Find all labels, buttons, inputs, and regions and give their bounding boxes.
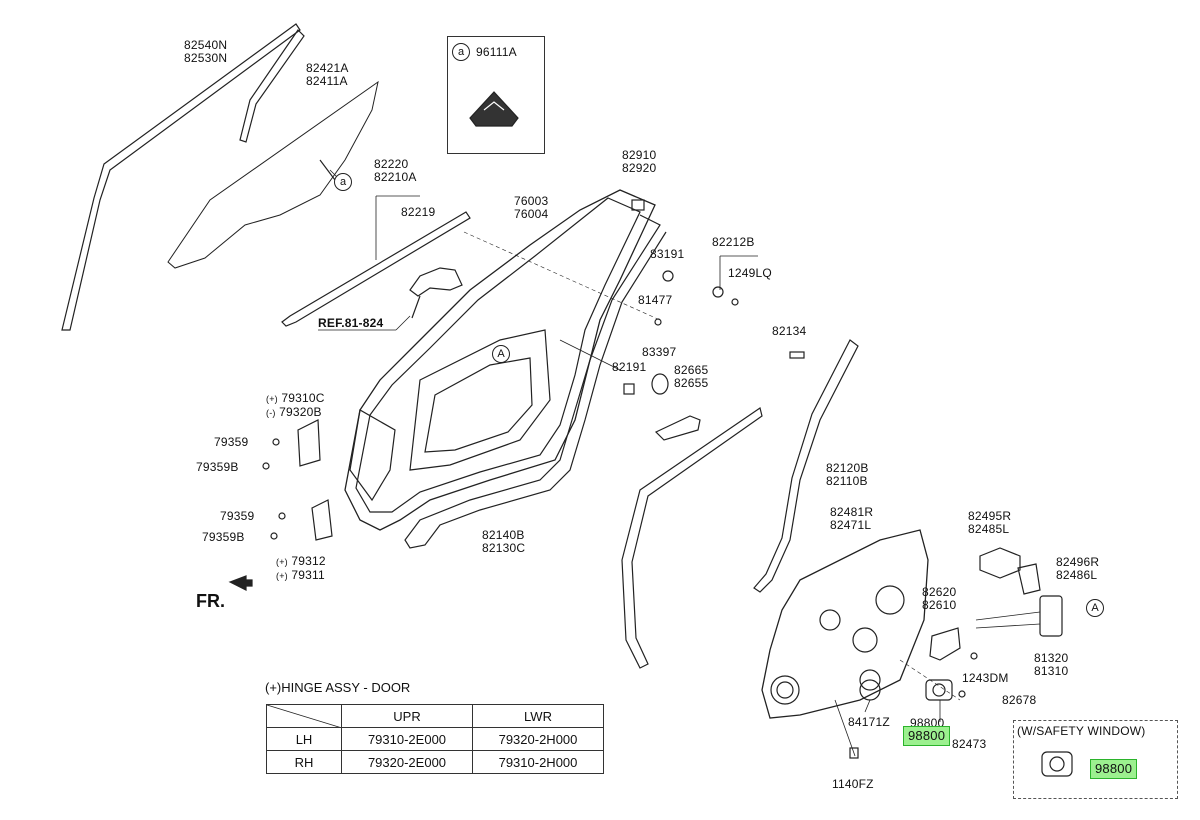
label-79310C[interactable]: (+) 79310C(-) 79320B (266, 391, 325, 419)
label-81477[interactable]: 81477 (638, 293, 673, 307)
label-82678[interactable]: 82678 (1002, 693, 1037, 707)
label-82219[interactable]: 82219 (401, 205, 436, 219)
body-weatherstrip (753, 339, 859, 593)
table-cell[interactable]: 79310-2H000 (472, 750, 604, 774)
door-frame (344, 189, 656, 531)
label-83397[interactable]: 83397 (642, 345, 677, 359)
table-cell[interactable]: 79310-2E000 (341, 727, 473, 751)
upper-hinge (297, 419, 321, 467)
bracket-82495 (979, 547, 1021, 579)
inset-icon (469, 91, 519, 127)
label-82191[interactable]: 82191 (612, 360, 647, 374)
door-latch (1039, 595, 1063, 637)
hinge-legend: (+)HINGE ASSY - DOOR (265, 680, 411, 695)
label-83191[interactable]: 83191 (650, 247, 685, 261)
door-module-panel (761, 529, 929, 719)
lower-hinge (311, 499, 333, 541)
front-direction-label: FR. (196, 591, 225, 611)
fr-arrow (228, 575, 253, 591)
belt-moulding (281, 211, 471, 327)
hinge-header-upr: UPR (341, 704, 473, 728)
outside-handle (409, 267, 463, 297)
label-98800-highlighted[interactable]: 98800 (903, 726, 951, 746)
callout-A-latch: A (1086, 599, 1104, 617)
table-cell[interactable]: 79320-2H000 (472, 727, 604, 751)
callout-A-door: A (492, 345, 510, 363)
safety-window-title: (W/SAFETY WINDOW) (1017, 724, 1146, 738)
inset-callout: a (452, 43, 470, 61)
bracket-82496 (1017, 563, 1041, 595)
glass-run-outer (61, 23, 301, 331)
label-1140FZ[interactable]: 1140FZ (832, 777, 874, 791)
inset-box: a 96111A (447, 36, 545, 154)
label-79359B-upper[interactable]: 79359B (196, 460, 239, 474)
hinge-row-rh: RH 79320-2E000 79310-2H000 (266, 750, 604, 774)
hinge-row-lh: LH 79310-2E000 79320-2H000 (266, 727, 604, 751)
door-glass (167, 80, 379, 269)
inside-handle (929, 627, 961, 661)
hinge-header-lwr: LWR (472, 704, 604, 728)
table-cell: RH (266, 750, 342, 774)
label-84171Z[interactable]: 84171Z (848, 715, 890, 729)
glass-run-inner (239, 29, 305, 143)
inset-part-label: 96111A (476, 45, 517, 59)
label-1249LQ[interactable]: 1249LQ (728, 266, 772, 280)
hinge-table: UPR LWR LH 79310-2E000 79320-2H000 RH 79… (266, 704, 604, 774)
callout-a: a (334, 173, 352, 191)
label-82134[interactable]: 82134 (772, 324, 807, 338)
label-ref[interactable]: REF.81-824 (318, 316, 384, 330)
label-79359B-lower[interactable]: 79359B (202, 530, 245, 544)
safety-window-motor (1041, 751, 1073, 777)
label-98800-safety[interactable]: 98800 (1090, 759, 1138, 779)
label-79359-upper[interactable]: 79359 (214, 435, 249, 449)
hinge-header-row: UPR LWR (266, 704, 604, 728)
window-motor (925, 679, 953, 701)
label-82473[interactable]: 82473 (952, 737, 987, 751)
hinge-header-blank (266, 704, 342, 728)
label-1243DM[interactable]: 1243DM (962, 671, 1009, 685)
label-79312[interactable]: (+) 79312(+) 79311 (276, 554, 326, 582)
safety-window-box: (W/SAFETY WINDOW) 98800 (1013, 720, 1178, 799)
table-cell: LH (266, 727, 342, 751)
label-79359-lower[interactable]: 79359 (220, 509, 255, 523)
table-cell[interactable]: 79320-2E000 (341, 750, 473, 774)
door-weatherstrip (404, 214, 667, 549)
label-82212B[interactable]: 82212B (712, 235, 755, 249)
